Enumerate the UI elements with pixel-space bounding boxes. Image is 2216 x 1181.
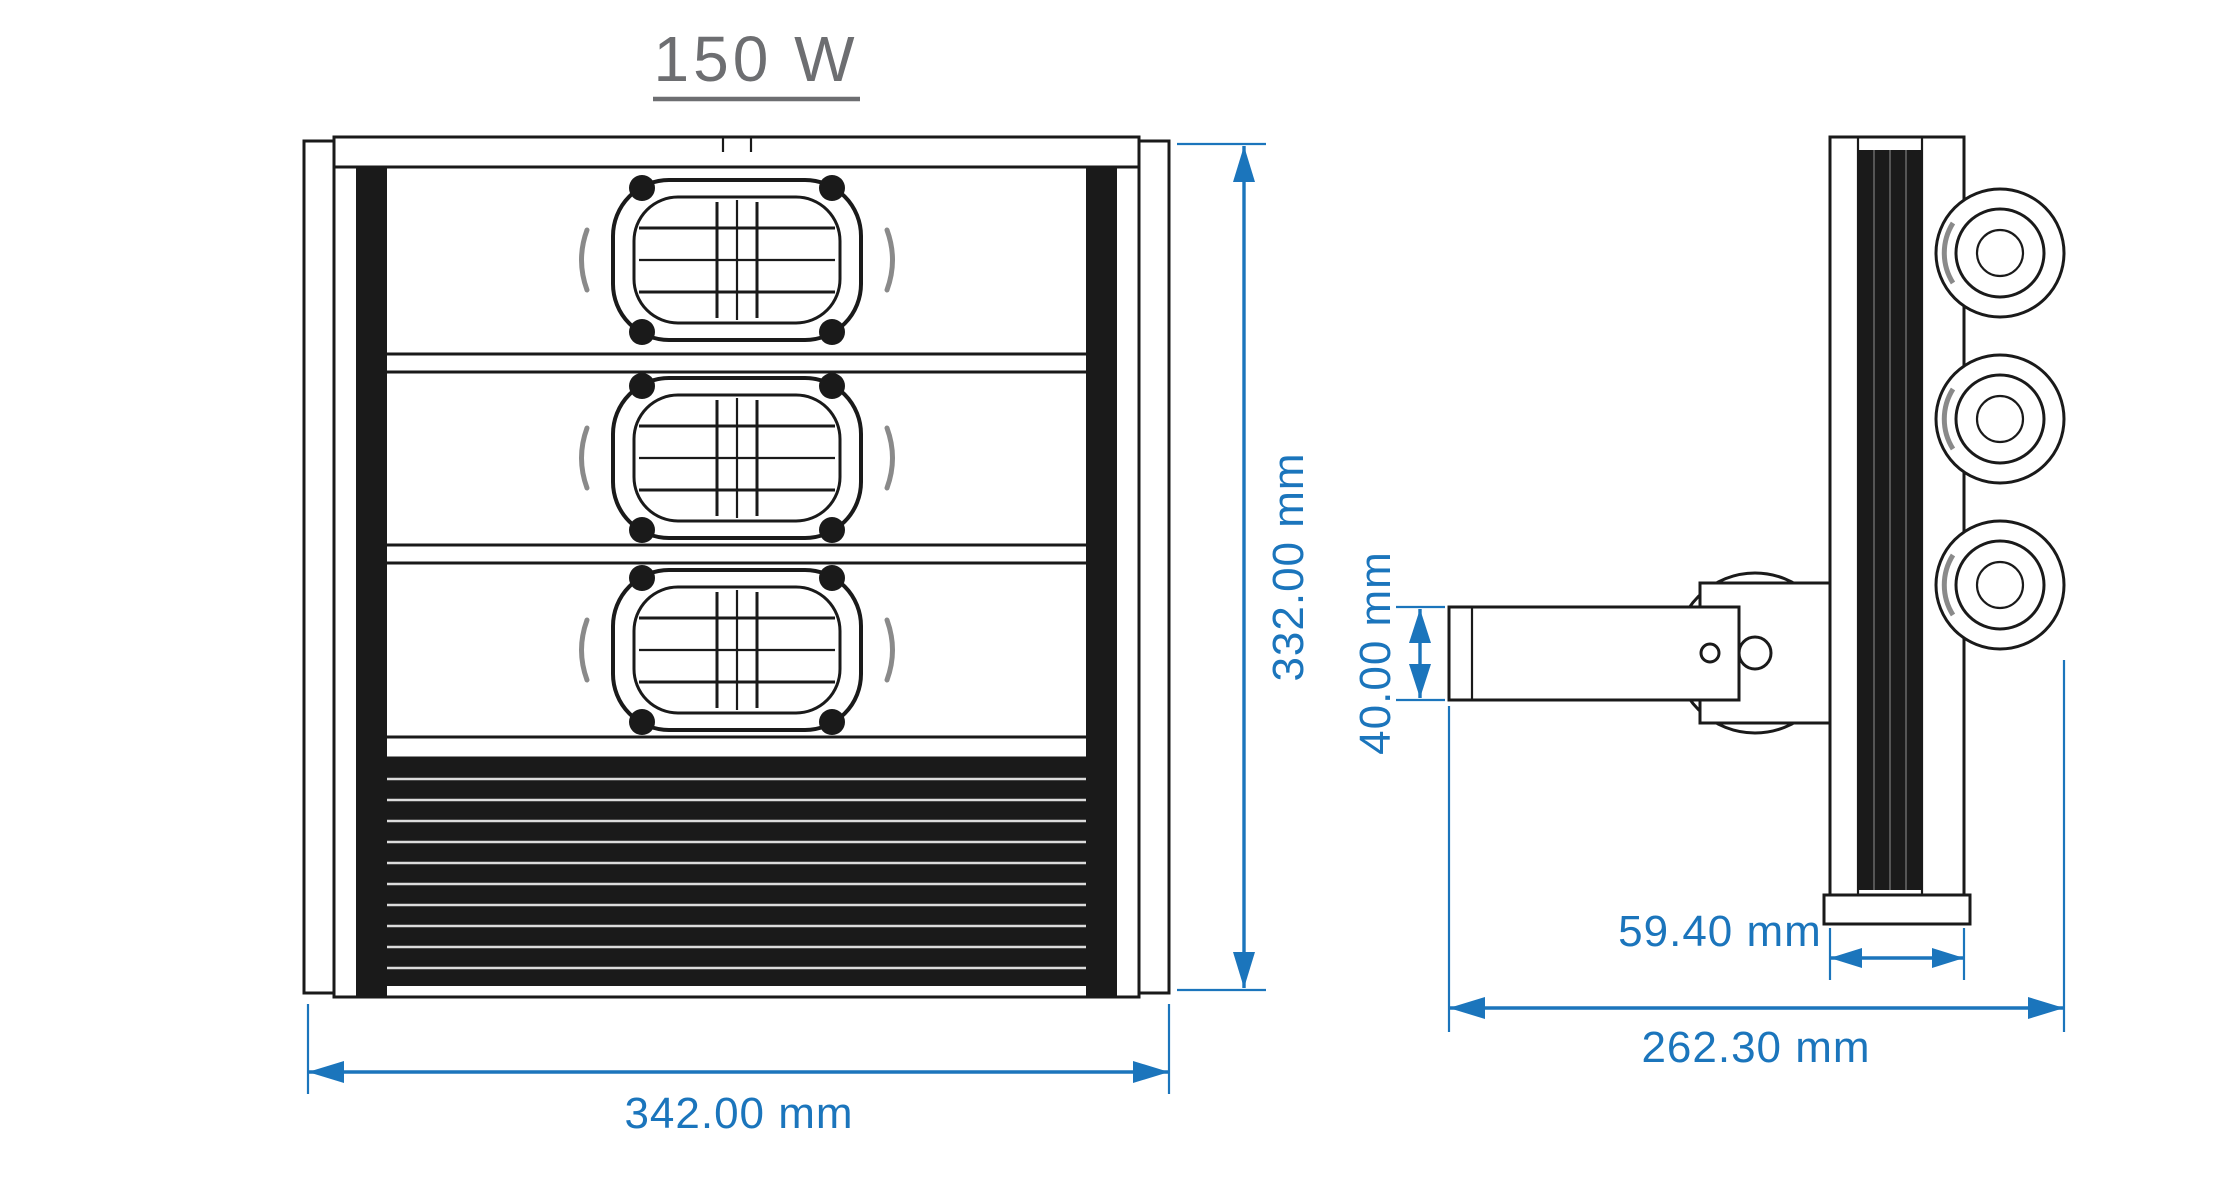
width-arrow-left [308,1061,344,1083]
side-bottom-cap [1822,893,1972,926]
side-bracket-small-hole [1699,642,1721,664]
side-mounting-arm [1447,605,1741,702]
overall-arrow-left [1449,997,1485,1019]
side-heatsink-strip-lines [1873,150,1907,890]
overall-arrow-right [2028,997,2064,1019]
bracket-arrow-top [1409,609,1431,643]
led-module-row-1 [582,175,893,345]
side-lens-2 [1934,353,2066,485]
front-right-end-plate [1137,139,1171,995]
side-bracket-pivot-hole [1737,635,1773,671]
height-dimension-label: 332.00 mm [1264,452,1313,681]
bracket-arrow-bottom [1409,664,1431,698]
front-view [302,135,1171,999]
overall-dimension-label: 262.30 mm [1641,1023,1870,1072]
width-dimension-label: 342.00 mm [624,1089,853,1138]
height-arrow-bottom [1233,952,1255,988]
height-arrow-top [1233,146,1255,182]
side-lens-3 [1934,519,2066,651]
depth-dimension-label: 59.40 mm [1618,907,1822,956]
front-left-end-plate [302,139,336,995]
front-right-rail [1086,167,1117,997]
front-top-center-notch [721,137,753,152]
bracket-dimension-label: 40.00 mm [1351,551,1400,755]
dimension-overall-depth: 262.30 mm [1447,660,2066,1072]
front-left-rail [356,167,387,997]
width-arrow-right [1133,1061,1169,1083]
drawing-title-group: 150 W [653,23,860,102]
side-view [1447,135,2066,926]
dimension-front-width: 342.00 mm [306,1004,1171,1138]
dimension-bracket-height: 40.00 mm [1351,551,1445,755]
depth-arrow-right [1932,948,1964,968]
led-module-row-3 [582,565,893,735]
led-module-row-2 [582,373,893,543]
dimension-front-height: 332.00 mm [1177,142,1313,992]
side-lens-1 [1934,187,2066,319]
wattage-title: 150 W [654,23,859,95]
front-heatsink-fins [387,758,1086,986]
dimension-housing-depth: 59.40 mm [1618,907,1966,980]
depth-arrow-left [1830,948,1862,968]
